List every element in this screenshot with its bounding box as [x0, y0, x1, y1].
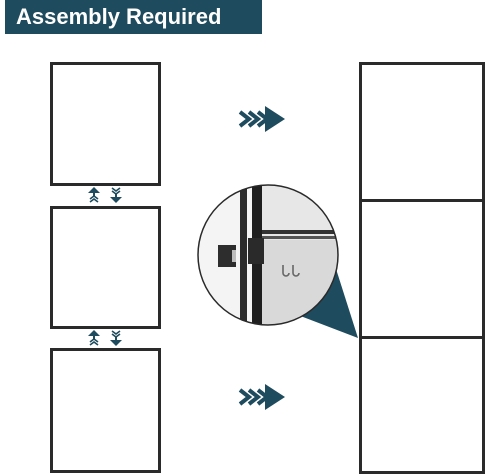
triple-chevron-arrow-icon: [238, 106, 285, 132]
page-title: Assembly Required: [16, 4, 222, 29]
panel-top-separate: [50, 62, 161, 186]
arrow-updown-icon: [88, 187, 122, 203]
panel-middle-separate: [50, 206, 161, 329]
banner-accent-bar: [0, 0, 5, 34]
assembled-panel-middle: [359, 199, 485, 339]
title-banner: Assembly Required: [0, 0, 262, 34]
arrow-updown-icon: [88, 330, 122, 346]
triple-chevron-arrow-icon: [238, 384, 285, 410]
panel-bottom-separate: [50, 348, 161, 473]
magnifier-detail-icon: [197, 184, 358, 338]
assembled-panel-bottom: [359, 336, 485, 474]
